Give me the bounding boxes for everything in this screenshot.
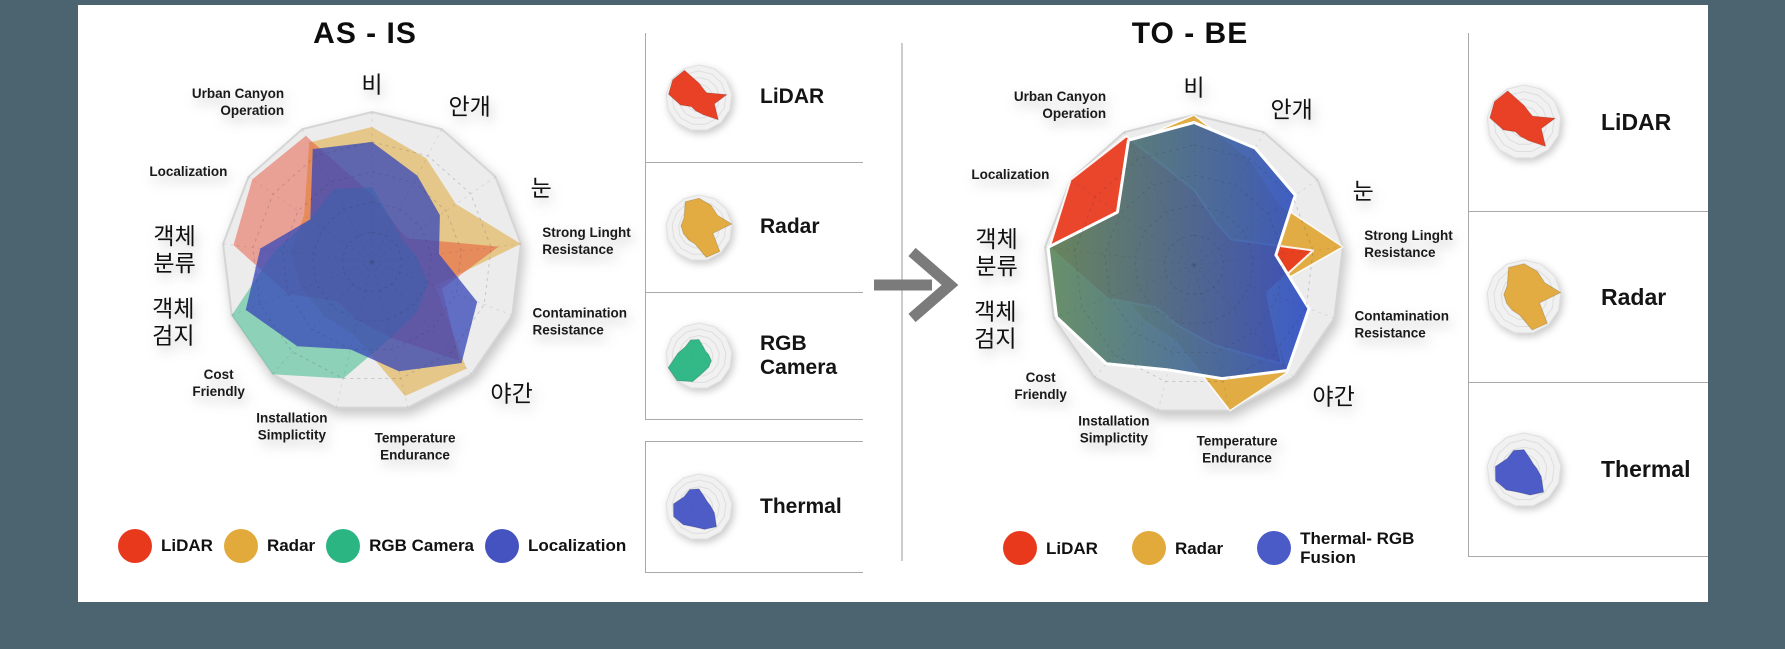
legend-item: LiDAR xyxy=(1003,531,1098,566)
legend-label: LiDAR xyxy=(1046,538,1098,558)
right-arrow-icon xyxy=(874,247,959,323)
mini-radar-icon xyxy=(1486,259,1562,334)
mini-radar-icon xyxy=(665,322,733,389)
svg-text:안개: 안개 xyxy=(448,94,490,120)
sensor-panel-label: Thermal xyxy=(760,494,842,518)
legend-label: Radar xyxy=(266,536,316,556)
legend-label: LiDAR xyxy=(161,536,213,556)
mini-radar-icon xyxy=(665,193,733,261)
mini-radar-icon xyxy=(1486,431,1562,506)
svg-text:Localization: Localization xyxy=(971,167,1049,182)
svg-text:눈: 눈 xyxy=(531,175,552,201)
mini-radar-icon xyxy=(665,63,733,131)
sensor-panel-rgb-camera: RGB Camera xyxy=(646,293,863,420)
sensor-panel-label: RGB Camera xyxy=(760,331,838,379)
sensor-panel-label: LiDAR xyxy=(760,85,825,109)
svg-text:야간: 야간 xyxy=(490,381,532,407)
sensor-panel-lidar: LiDAR xyxy=(646,33,863,163)
legend-swatch xyxy=(485,529,520,563)
legend-item: Thermal- RGB Fusion xyxy=(1257,529,1428,567)
svg-text:비: 비 xyxy=(1183,75,1204,101)
legend-label: Localization xyxy=(528,536,627,556)
legend-swatch xyxy=(223,529,258,563)
legend-label: Radar xyxy=(1174,538,1224,558)
legend-label: Thermal- RGB Fusion xyxy=(1300,529,1415,568)
as-is-title: AS - IS xyxy=(313,17,417,50)
sensor-panel-label: LiDAR xyxy=(1601,108,1672,135)
legend-item: Localization xyxy=(485,529,626,563)
mini-radar-icon xyxy=(665,473,733,540)
sensor-panel-group: Thermal xyxy=(645,441,863,573)
sensor-panel-label: Radar xyxy=(1601,283,1667,310)
svg-text:Localization: Localization xyxy=(149,164,227,179)
to-be-legend: LiDAR Radar Thermal- RGB Fusion xyxy=(1003,529,1428,567)
legend-swatch xyxy=(1257,531,1292,566)
legend-item: Radar xyxy=(223,529,316,563)
svg-text:안개: 안개 xyxy=(1270,97,1312,123)
svg-text:야간: 야간 xyxy=(1312,384,1354,410)
legend-swatch xyxy=(1003,531,1037,566)
legend-swatch xyxy=(1131,531,1166,566)
legend-label: RGB Camera xyxy=(369,536,475,556)
sensor-panel-label: Radar xyxy=(760,215,820,239)
legend-swatch xyxy=(326,529,361,563)
sensor-panel-label: Thermal xyxy=(1601,456,1691,483)
svg-text:눈: 눈 xyxy=(1353,178,1374,204)
legend-swatch xyxy=(118,529,152,563)
to-be-title: TO - BE xyxy=(1131,17,1249,50)
legend-item: Radar xyxy=(1131,531,1224,566)
sensor-panel-radar: Radar xyxy=(1469,212,1708,383)
legend-item: LiDAR xyxy=(118,529,213,563)
sensor-panel-radar: Radar xyxy=(646,163,863,293)
legend-item: RGB Camera xyxy=(326,529,474,563)
sensor-panel-lidar: LiDAR xyxy=(1469,33,1708,212)
mini-radar-icon xyxy=(1486,84,1562,159)
sensor-panel-thermal: Thermal xyxy=(646,442,863,573)
sensor-panel-thermal: Thermal xyxy=(1469,383,1708,557)
section-divider xyxy=(901,43,903,561)
svg-text:비: 비 xyxy=(361,72,382,98)
as-is-legend: LiDAR Radar RGB Camera Localization xyxy=(118,529,626,563)
